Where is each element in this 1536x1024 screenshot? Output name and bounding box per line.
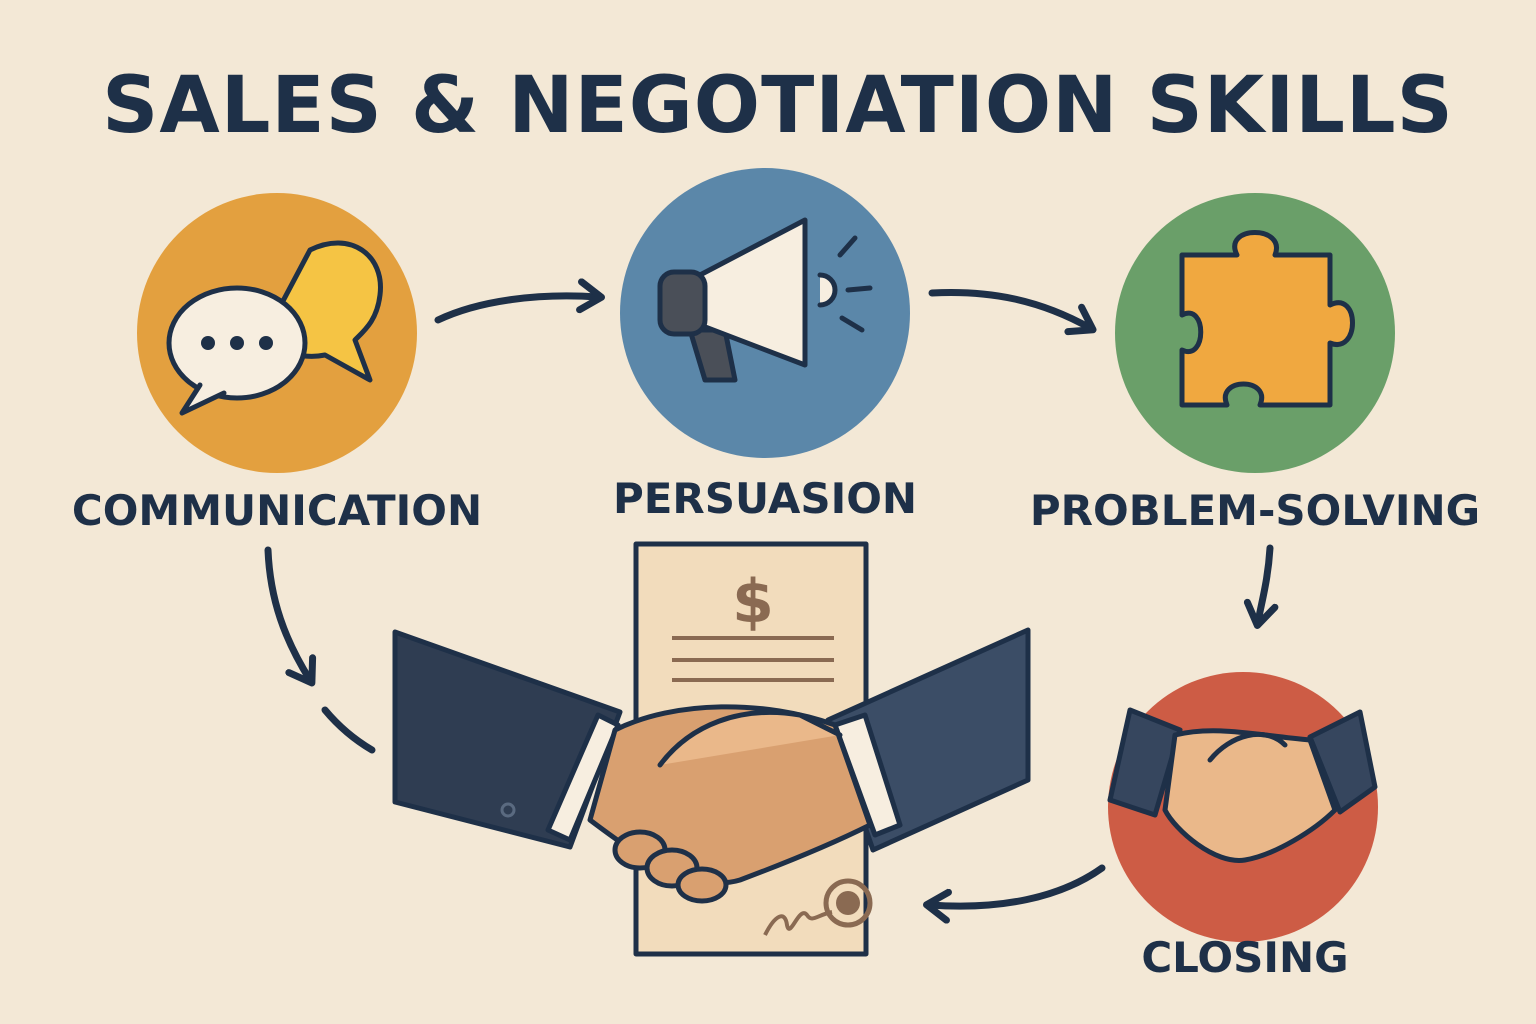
seal-icon (823, 878, 873, 928)
handshake-icon (1107, 707, 1378, 863)
arrow-communication-to-persuasion (434, 278, 605, 324)
dollar-icon: $ (732, 567, 774, 637)
dashed-arc (321, 706, 376, 754)
step-persuasion: PERSUASION (613, 168, 917, 523)
speech-bubbles-icon (166, 240, 383, 416)
step-label: PROBLEM-SOLVING (1030, 486, 1480, 535)
arrow-persuasion-to-problem-solving (928, 289, 1097, 336)
arrow-communication-to-deal (264, 546, 317, 687)
step-label: COMMUNICATION (72, 486, 482, 535)
step-problem-solving: PROBLEM-SOLVING (1030, 193, 1480, 535)
arrow-problem-solving-to-closing (1243, 544, 1279, 629)
page-title: SALES & NEGOTIATION SKILLS (102, 61, 1454, 151)
arrow-closing-to-contract (923, 864, 1106, 924)
large-handshake-icon (392, 627, 1031, 904)
step-label: CLOSING (1141, 933, 1348, 982)
megaphone-icon (657, 217, 873, 383)
step-communication: COMMUNICATION (72, 193, 482, 535)
puzzle-piece-icon (1179, 230, 1355, 408)
signature (763, 910, 833, 936)
step-label: PERSUASION (613, 474, 917, 523)
step-closing: CLOSING (1107, 672, 1378, 982)
